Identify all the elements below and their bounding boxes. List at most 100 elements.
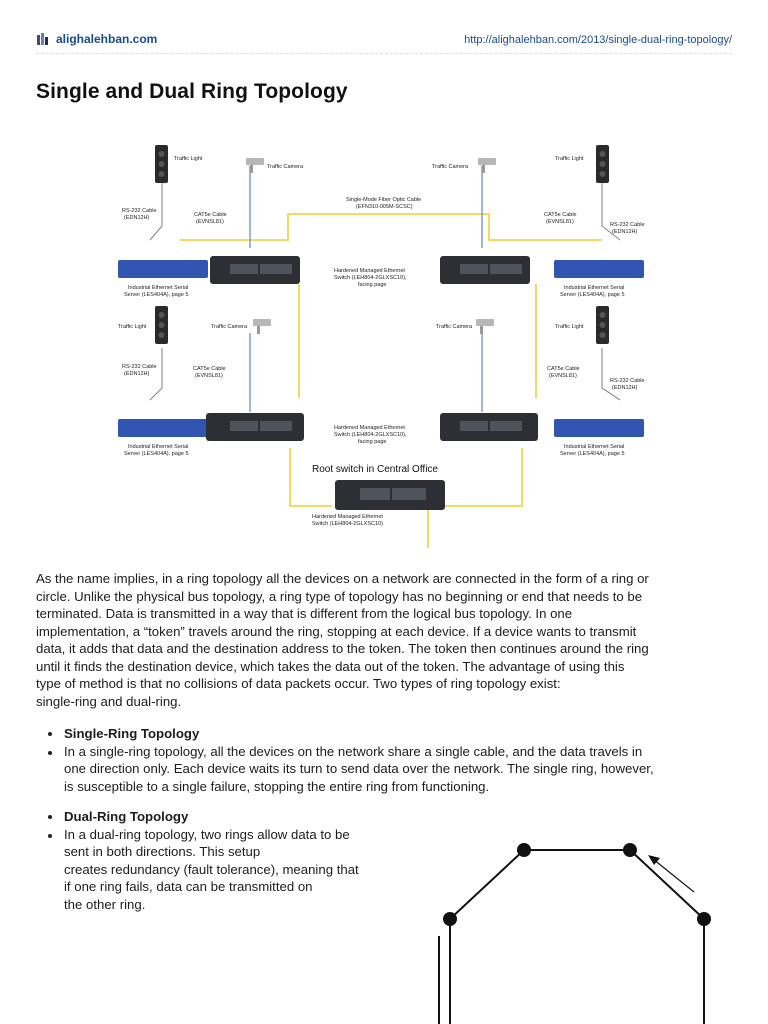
ring-node [623, 843, 637, 857]
ring-node [443, 912, 457, 926]
direction-arrow-icon [648, 855, 660, 865]
dual-ring-heading: Dual-Ring Topology [36, 807, 736, 826]
cat5-cable-code: (EVNSL81) [549, 373, 577, 379]
serial-server-model: Server (LES404A), page 5 [124, 292, 189, 298]
rs232-cable-code: (EDN12H) [612, 385, 638, 391]
rs232-cable-code: (EDN12H) [124, 215, 150, 221]
traffic-camera-icon [478, 158, 496, 173]
rs232-cable-label: RS-232 Cable [610, 378, 645, 384]
cat5-cable-label: CAT5e Cable [547, 366, 580, 372]
body-text-line: As the name implies, in a ring topology … [36, 571, 649, 586]
serial-server-model: Server (LES404A), page 5 [560, 292, 625, 298]
page-url-link[interactable]: http://alighalehban.com/2013/single-dual… [464, 34, 732, 46]
traffic-camera-label: Traffic Camera [436, 324, 473, 330]
ring-topology-description: As the name implies, in a ring topology … [36, 570, 726, 710]
traffic-camera-icon [246, 158, 264, 173]
list-spacing [36, 795, 736, 807]
site-name[interactable]: alighalehban.com [56, 32, 158, 46]
single-ring-heading: Single-Ring Topology [36, 724, 736, 743]
dual-ring-line: sent in both directions. This setup [64, 844, 261, 859]
site-brand[interactable]: alighalehban.com [36, 32, 157, 46]
single-ring-line: is susceptible to a single failure, stop… [64, 778, 490, 794]
root-switch-name: Hardened Managed Ethernet [312, 514, 383, 520]
traffic-camera-label: Traffic Camera [432, 164, 469, 170]
serial-cable-top-right [601, 183, 621, 241]
cat5-cable-label: CAT5e Cable [193, 366, 226, 372]
rs232-cable-code: (EDN12H) [612, 229, 638, 235]
header-divider [36, 53, 732, 54]
body-text-line: single-ring and dual-ring. [36, 693, 182, 709]
serial-cable-mid-right [601, 348, 621, 401]
switch-label: Hardened Managed Ethernet [334, 425, 405, 431]
serial-server-label: Industrial Ethernet Serial [128, 444, 188, 450]
serial-server-label: Industrial Ethernet Serial [128, 285, 188, 291]
switch-note: facing page [358, 282, 386, 288]
switch-model: Switch (LEH804-2GLXSC10), [334, 432, 407, 438]
switch-label: Hardened Managed Ethernet [334, 268, 405, 274]
serial-server-device [118, 260, 208, 278]
traffic-camera-icon [476, 319, 494, 334]
serial-server-model: Server (LES404A), page 5 [560, 451, 625, 457]
single-ring-line: In a single-ring topology, all the devic… [64, 743, 643, 759]
cat5-cable-code: (EVNSL81) [195, 373, 223, 379]
single-ring-description: In a single-ring topology, all the devic… [36, 743, 744, 796]
switch-note: facing page [358, 439, 386, 445]
dual-ring-line: In a dual-ring topology, two rings allow… [64, 826, 350, 842]
dual-ring-description: In a dual-ring topology, two rings allow… [36, 826, 426, 914]
fiber-ring-bottom-left-link [289, 448, 332, 507]
root-switch-model: Switch (LEH804-2GLXSC10) [312, 521, 383, 527]
rs232-cable-label: RS-232 Cable [122, 364, 157, 370]
body-text-line: data, it adds that data and the destinat… [36, 641, 649, 656]
rs232-cable-code: (EDN12H) [124, 371, 150, 377]
root-switch-label: Root switch in Central Office [312, 464, 438, 475]
ring-node [697, 912, 711, 926]
traffic-light-icon [155, 306, 168, 344]
fiber-cable-label: Single-Mode Fiber Optic Cable [346, 197, 421, 203]
body-text-line: implementation, a “token” travels around… [36, 623, 637, 639]
single-ring-line: one direction only. Each device waits it… [64, 761, 654, 776]
serial-server-device [554, 419, 644, 437]
traffic-camera-label: Traffic Camera [267, 164, 304, 170]
dual-ring-line: if one ring fails, data can be transmitt… [64, 879, 313, 894]
ethernet-switch-device [440, 413, 538, 441]
serial-cable-top-left [149, 183, 163, 241]
traffic-light-label: Traffic Light [174, 156, 203, 162]
traffic-light-label: Traffic Light [118, 324, 147, 330]
traffic-camera-icon [253, 319, 271, 334]
traffic-light-label: Traffic Light [555, 324, 584, 330]
body-text-line: circle. Unlike the physical bus topology… [36, 588, 643, 604]
serial-server-device [118, 419, 208, 437]
dual-ring-diagram [438, 843, 711, 1024]
ring-node [517, 843, 531, 857]
serial-server-device [554, 260, 644, 278]
serial-server-label: Industrial Ethernet Serial [564, 444, 624, 450]
cat5-cable-label: CAT5e Cable [544, 212, 577, 218]
direction-arrow-line [652, 858, 695, 893]
fiber-ring-bottom-right-link [408, 448, 523, 507]
traffic-light-icon [596, 145, 609, 183]
topology-types-list: Single-Ring Topology In a single-ring to… [36, 724, 736, 913]
traffic-light-label: Traffic Light [555, 156, 584, 162]
fiber-cable-code: (EFN310-005M-SCSC) [356, 204, 413, 210]
serial-cable-mid-left [149, 348, 163, 401]
traffic-camera-label: Traffic Camera [211, 324, 248, 330]
rs232-cable-label: RS-232 Cable [610, 222, 645, 228]
traffic-light-icon [155, 145, 168, 183]
dual-ring-line: the other ring. [64, 896, 146, 912]
ring-link [449, 849, 705, 920]
page-header: alighalehban.com http://alighalehban.com… [36, 32, 732, 52]
cat5-cable-code: (EVNSL81) [196, 219, 224, 225]
serial-server-label: Industrial Ethernet Serial [564, 285, 624, 291]
ring-topology-network-diagram: .lbl { font-family: "Liberation Sans", s… [118, 145, 645, 548]
traffic-light-icon [596, 306, 609, 344]
serial-server-model: Server (LES404A), page 5 [124, 451, 189, 457]
body-text-line: until it finds the destination device, w… [36, 658, 625, 674]
cat5-cable-label: CAT5e Cable [194, 212, 227, 218]
page-title: Single and Dual Ring Topology [36, 80, 348, 103]
switch-model: Switch (LEH804-2GLXSC10), [334, 275, 407, 281]
rs232-cable-label: RS-232 Cable [122, 208, 157, 214]
fiber-ring-top-link [180, 213, 602, 241]
body-text-line: terminated. Data is transmitted in a way… [36, 606, 573, 621]
dual-ring-line: creates redundancy (fault tolerance), me… [64, 861, 359, 877]
site-logo-icon [37, 33, 48, 45]
